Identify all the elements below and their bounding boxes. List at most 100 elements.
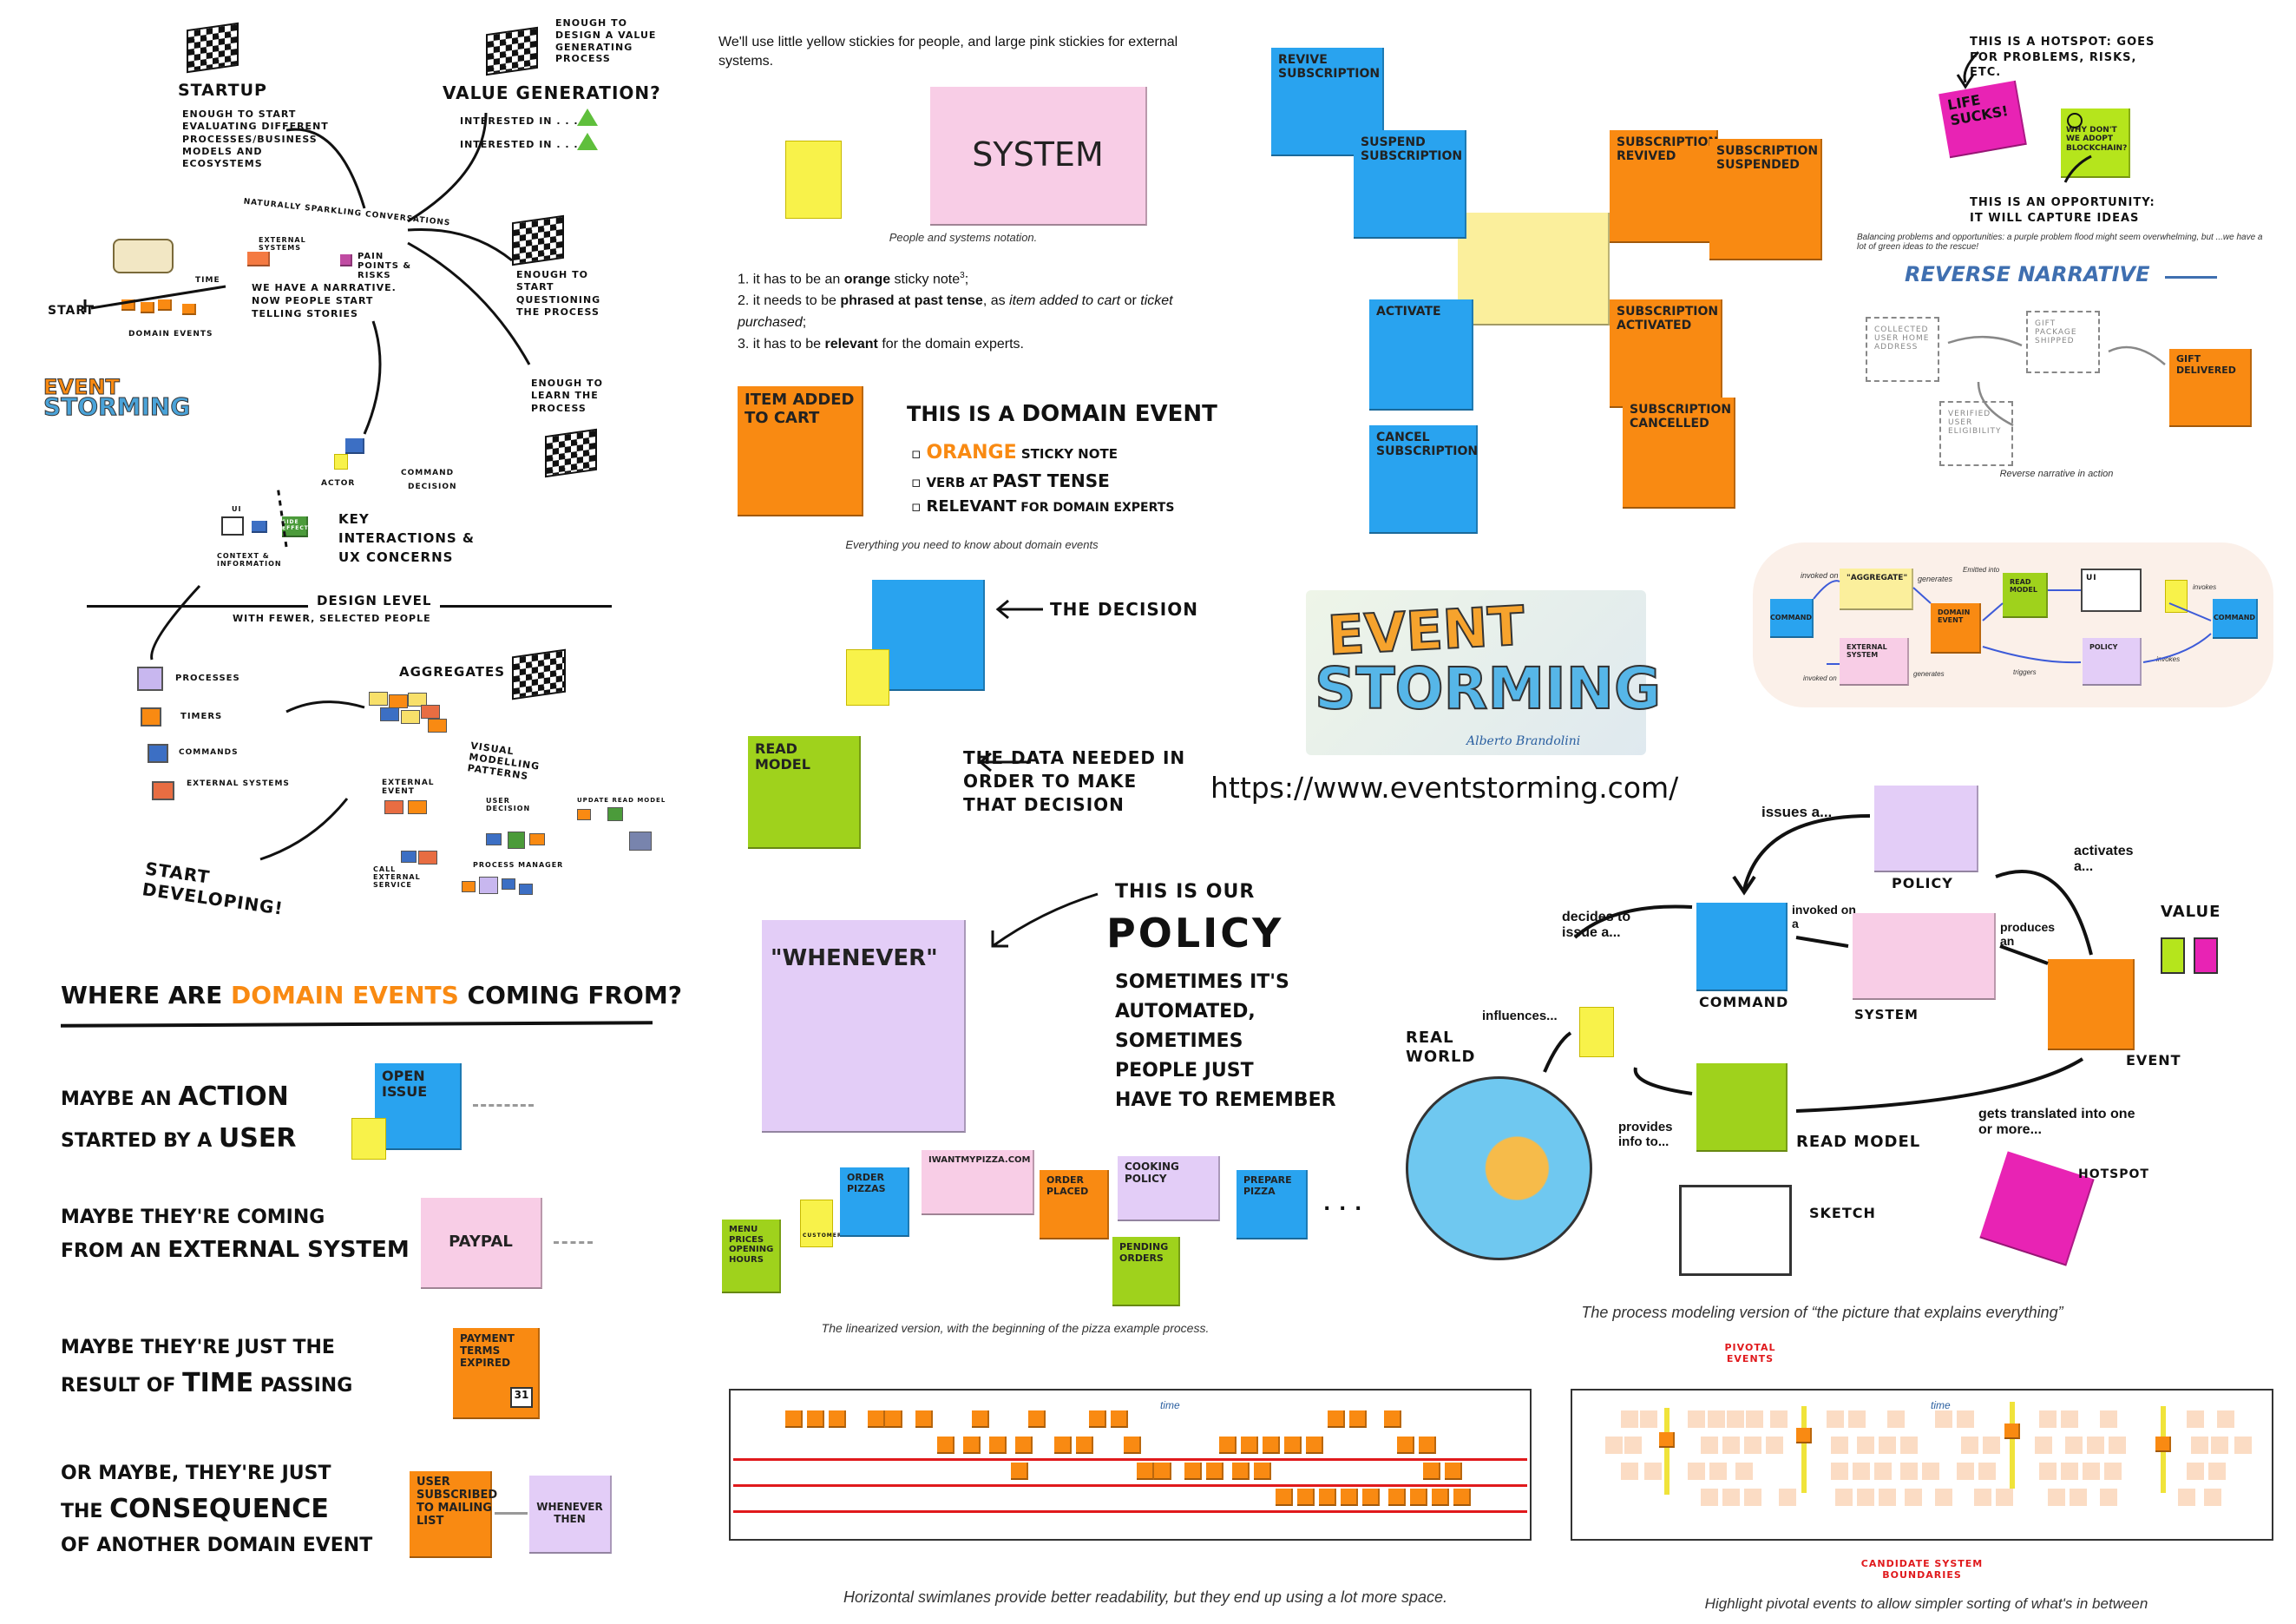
notation-caption: People and systems notation. — [889, 231, 1038, 244]
swimlane-event-sticky — [1011, 1463, 1028, 1480]
gift-delivered-note: GIFT DELIVERED — [2169, 349, 2252, 427]
swimlane-event-sticky — [1362, 1489, 1380, 1506]
faded-event-sticky — [1770, 1410, 1788, 1428]
key-interactions-label: KEY INTERACTIONS & UX CONCERNS — [338, 511, 476, 565]
cooking-policy-note: COOKING POLICY — [1118, 1156, 1220, 1221]
faded-event-sticky — [1874, 1463, 1892, 1480]
decision-actor-sticky — [846, 649, 889, 706]
faded-event-sticky — [2204, 1489, 2221, 1506]
origin-row-time: MAYBE THEY'RE JUST THE RESULT OF TIME PA… — [61, 1337, 353, 1399]
faded-event-sticky — [1857, 1489, 1874, 1506]
swimlane-caption: Horizontal swimlanes provide better read… — [843, 1588, 1448, 1606]
faded-event-sticky — [1983, 1437, 2000, 1454]
origin-row-consequence: OR MAYBE, THEY'RE JUST THE CONSEQUENCE O… — [61, 1463, 373, 1557]
faded-event-sticky — [1922, 1463, 1939, 1480]
swimlane-event-sticky — [1432, 1489, 1449, 1506]
grammar-domain-event-note: DOMAIN EVENT — [1931, 603, 1981, 654]
swimlane-event-sticky — [1232, 1463, 1250, 1480]
pain-points-note — [340, 254, 352, 266]
faded-event-sticky — [1722, 1437, 1740, 1454]
lane-3 — [733, 1510, 1527, 1513]
narrative-label: WE HAVE A NARRATIVE. NOW PEOPLE START TE… — [252, 282, 397, 319]
swimlane-event-sticky — [1219, 1437, 1237, 1454]
ellipsis-label: . . . — [1323, 1193, 1363, 1215]
design-level-label: DESIGN LEVEL — [308, 593, 441, 608]
globe-icon — [1406, 1076, 1592, 1260]
faded-event-sticky — [1644, 1463, 1662, 1480]
domain-event-bullets: ▫ ORANGE STICKY NOTE ▫ VERB AT PAST TENS… — [911, 442, 1175, 516]
pem-actor-sticky — [1579, 1007, 1614, 1057]
learn-label: ENOUGH TO LEARN THE PROCESS — [531, 378, 603, 414]
faded-event-sticky — [1701, 1489, 1718, 1506]
swimlane-event-sticky — [937, 1437, 954, 1454]
value-generation-label: VALUE GENERATION? — [443, 82, 661, 103]
grammar-aggregate-note: "AGGREGATE" — [1840, 569, 1913, 610]
faded-event-sticky — [1688, 1463, 1705, 1480]
website-link[interactable]: https://www.eventstorming.com/ — [1210, 771, 1679, 805]
startup-desc: ENOUGH TO START EVALUATING DIFFERENT PRO… — [182, 108, 329, 170]
faded-event-sticky — [2208, 1463, 2226, 1480]
faded-event-sticky — [1727, 1410, 1744, 1428]
actor-note-small — [334, 454, 348, 470]
command-label: COMMAND — [401, 469, 455, 477]
rule-1: 1. it has to be an orange sticky note3; — [738, 271, 969, 287]
green-up-arrow-icon — [577, 133, 598, 150]
domain-event-caption: Everything you need to know about domain… — [845, 538, 1099, 551]
calendar-icon: 31 — [510, 1387, 533, 1408]
pizza-caption: The linearized version, with the beginni… — [821, 1321, 1210, 1335]
grammar-external-note: EXTERNAL SYSTEM — [1840, 638, 1909, 686]
pem-caption: The process modeling version of “the pic… — [1581, 1304, 2063, 1321]
activate-note: ACTIVATE — [1369, 299, 1473, 411]
interested-label-2: INTERESTED IN . . . — [460, 139, 579, 150]
pending-orders-note: PENDING ORDERS — [1112, 1237, 1180, 1306]
subscription-revived-note: SUBSCRIPTION REVIVED — [1610, 130, 1718, 243]
faded-event-sticky — [1957, 1410, 1974, 1428]
pem-command-label: COMMAND — [1699, 994, 1789, 1010]
swimlane-event-sticky — [1206, 1463, 1223, 1480]
suspend-subscription-note: SUSPEND SUBSCRIPTION — [1354, 130, 1466, 239]
pem-read-model-label: READ MODEL — [1796, 1133, 1921, 1151]
reverse-box-1: COLLECTED USER HOME ADDRESS — [1866, 317, 1939, 382]
faded-event-sticky — [1905, 1489, 1922, 1506]
swimlane-event-sticky — [1297, 1489, 1315, 1506]
pem-issues-label: issues a... — [1761, 804, 1833, 820]
interested-label-1: INTERESTED IN . . . — [460, 115, 579, 127]
faded-event-sticky — [1708, 1410, 1725, 1428]
faded-event-sticky — [2070, 1489, 2087, 1506]
faded-event-sticky — [1900, 1463, 1918, 1480]
grammar-generates-2: generates — [1913, 670, 1945, 678]
pem-system-label: SYSTEM — [1854, 1007, 1919, 1022]
data-needed-label: THE DATA NEEDED IN ORDER TO MAKE THAT DE… — [963, 747, 1186, 815]
swimlane-event-sticky — [1276, 1489, 1293, 1506]
swimlane-event-sticky — [1388, 1489, 1406, 1506]
swimlane-event-sticky — [1419, 1437, 1436, 1454]
lightbulb-icon — [2067, 113, 2083, 128]
person-sticky — [785, 141, 842, 219]
faded-event-sticky — [1996, 1489, 2013, 1506]
swimlane-time-label: time — [1160, 1399, 1180, 1411]
user-sticky-icon — [351, 1118, 386, 1160]
questioning-label: ENOUGH TO START QUESTIONING THE PROCESS — [516, 269, 601, 318]
faded-event-sticky — [2211, 1437, 2228, 1454]
grammar-generates: generates — [1918, 575, 1953, 583]
actor-label: ACTOR — [321, 479, 356, 488]
pem-policy-note — [1874, 786, 1978, 872]
faded-event-sticky — [2187, 1410, 2204, 1428]
subscription-cancelled-note: SUBSCRIPTION CANCELLED — [1623, 398, 1735, 509]
grammar-ui-box: UI — [2081, 569, 2142, 612]
pem-activates-label: activates a... — [2074, 844, 2134, 874]
this-is-our-label: THIS IS OUR — [1115, 881, 1256, 903]
logo-author: Alberto Brandolini — [1466, 734, 1581, 748]
grammar-invoked-on-2: invoked on — [1803, 674, 1837, 682]
rule-3: 3. it has to be relevant for the domain … — [738, 336, 1024, 352]
swimlane-event-sticky — [1254, 1463, 1271, 1480]
faded-event-sticky — [2039, 1463, 2057, 1480]
swimlane-event-sticky — [829, 1410, 846, 1428]
origin-row-action: MAYBE AN ACTION STARTED BY A USER — [61, 1082, 297, 1154]
pem-value-label: VALUE — [2161, 903, 2221, 921]
faded-event-sticky — [1709, 1463, 1727, 1480]
customer-label: CUSTOMER — [803, 1233, 843, 1239]
sad-face-icon — [2194, 937, 2218, 974]
faded-event-sticky — [1735, 1463, 1753, 1480]
origin-row-external: MAYBE THEY'RE COMING FROM AN EXTERNAL SY… — [61, 1206, 410, 1264]
